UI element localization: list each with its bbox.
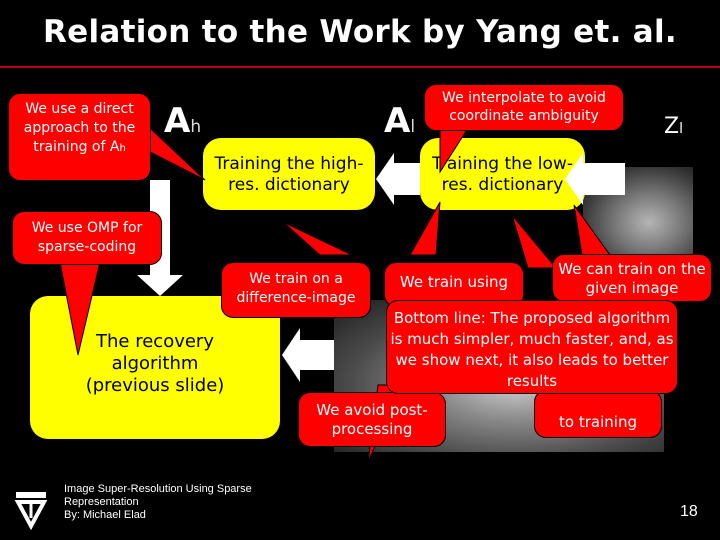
train-high-res-box[interactable] [203, 138, 375, 210]
callout-to-training: to training [534, 390, 662, 438]
page-number: 18 [680, 503, 698, 520]
callout-bottom-line: Bottom line: The proposed algorithm is m… [386, 300, 678, 394]
title-divider [0, 66, 720, 68]
callout-given-image: We can train on the given image [552, 254, 712, 302]
label-al: Al [384, 101, 416, 141]
callout-no-postprocessing: We avoid post-processing [298, 392, 446, 447]
arrow-photo-to-recovery [282, 328, 334, 382]
callout-interpolate: We interpolate to avoid coordinate ambig… [424, 84, 624, 131]
institution-logo [12, 488, 50, 530]
callout-omp: We use OMP for sparse-coding [12, 211, 162, 265]
train-low-res-label: Training the low-res. dictionary [432, 154, 573, 195]
arrow-photo-to-lowres [565, 153, 625, 205]
label-ah: Ah [164, 101, 202, 141]
callout-direct-approach: We use a direct approach to the training… [8, 93, 151, 181]
recovery-label: The recovery algorithm (previous slide) [85, 331, 225, 396]
slide-title: Relation to the Work by Yang et. al. [42, 14, 678, 50]
footer-text: Image Super-Resolution Using Sparse Repr… [64, 483, 252, 521]
arrow-lowres-to-highres [376, 153, 420, 205]
train-high-res-label: Training the high-res. dictionary [214, 154, 364, 195]
callout-train-using: We train using [384, 262, 524, 307]
label-zl: Zl [664, 114, 683, 139]
callout-difference-image: We train on a difference-image [221, 262, 371, 318]
